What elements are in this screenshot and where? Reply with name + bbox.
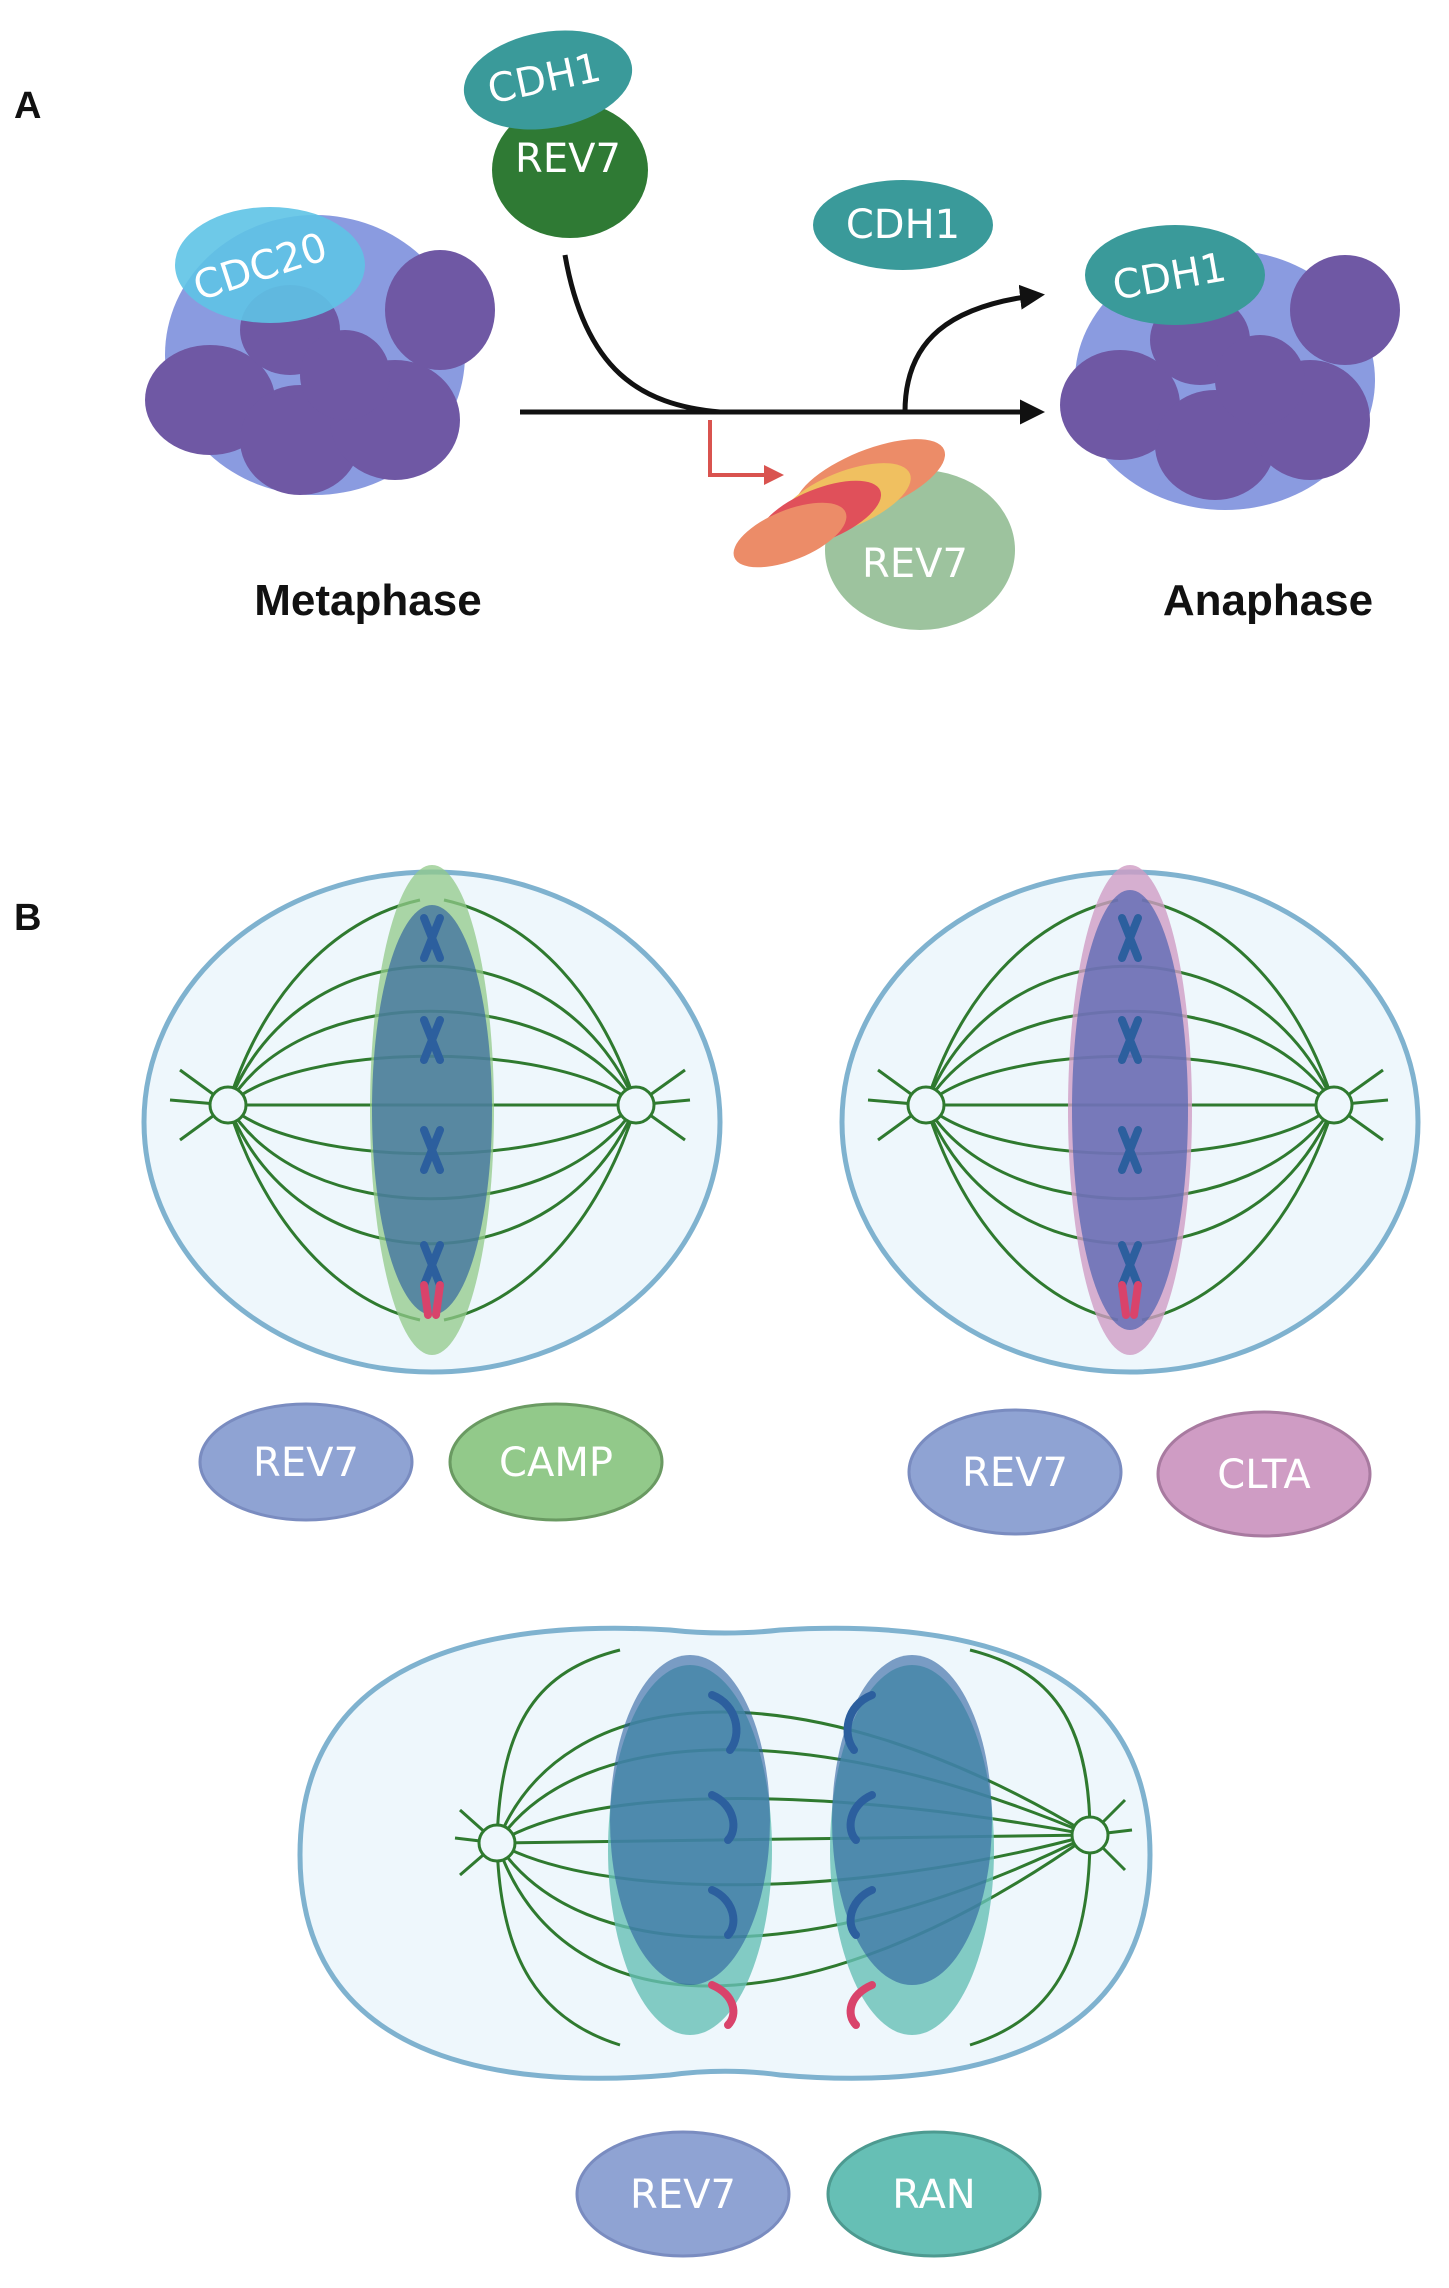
centrosome-anaphase-right: [1070, 1815, 1110, 1855]
rev7-region-anaphase-right: [832, 1655, 992, 1985]
centrosome-anaphase-left: [477, 1823, 517, 1863]
anaphase-kinetochore-tips: [708, 1981, 876, 2029]
legend-camp: [448, 1402, 664, 1522]
centrosome-right-r: [1314, 1085, 1354, 1125]
legend-rev7-bottom-label: REV7: [630, 2172, 736, 2218]
legend-camp-label: CAMP: [499, 1440, 613, 1486]
pathway-arrows: [520, 254, 1045, 425]
rev7-degraded-label: REV7: [862, 541, 968, 587]
legend-ran: [826, 2130, 1042, 2258]
cdh1-anaphase-protein: [1085, 225, 1265, 325]
apc-subunits-anaphase: [1060, 255, 1400, 500]
anaphase-label: Anaphase: [1163, 576, 1373, 625]
panel-b-letter: B: [14, 897, 41, 939]
apc-cdh1-complex: CDH1: [1060, 225, 1400, 510]
rev7-top-protein: [492, 102, 648, 238]
ubiquitinated-rev7: REV7: [733, 439, 1015, 630]
rev7-top-label: REV7: [515, 136, 621, 182]
centrosome-right: [616, 1085, 656, 1125]
legend-right: REV7 CLTA: [907, 1408, 1372, 1538]
cell-left: [141, 865, 723, 1375]
ubiquitin-chain: [733, 439, 946, 568]
kinetochore-tip: [420, 1281, 444, 1319]
legend-left: REV7 CAMP: [198, 1402, 664, 1522]
legend-clta-label: CLTA: [1217, 1452, 1311, 1498]
separated-chromatids: [708, 1691, 876, 1939]
cdc20-protein: [175, 207, 365, 323]
legend-ran-label: RAN: [892, 2172, 975, 2218]
cdh1-binding-arrow: [902, 284, 1045, 413]
cdh1-free: CDH1: [813, 180, 993, 270]
apc-subunits: [145, 250, 495, 495]
cell-right: [839, 865, 1421, 1375]
legend-rev7-right-label: REV7: [962, 1450, 1068, 1496]
legend-rev7-left-label: REV7: [253, 1440, 359, 1486]
centrosome-left: [208, 1085, 248, 1125]
legend-rev7-right: [907, 1408, 1123, 1536]
cdh1-free-label: CDH1: [846, 202, 960, 248]
cdh1-rev7-complex: CDH1 REV7: [463, 30, 648, 238]
rev7-region-anaphase-left: [610, 1655, 770, 1985]
panel-a-letter: A: [14, 85, 41, 127]
cell-anaphase: [297, 1625, 1153, 2081]
legend-bottom: REV7 RAN: [575, 2130, 1042, 2258]
chromosomes-right: [1118, 914, 1142, 1289]
kinetochore-tip-right: [1118, 1281, 1142, 1319]
chromosomes: [420, 914, 444, 1289]
cdh1-free-protein: [813, 180, 993, 270]
centrosome-left-r: [906, 1085, 946, 1125]
legend-clta: [1156, 1410, 1372, 1538]
degradation-arrow: [708, 420, 784, 485]
spindle-microtubules: [169, 898, 691, 1322]
legend-rev7-left: [198, 1402, 414, 1522]
cdh1-top-protein: [463, 30, 633, 130]
rev7-region: [372, 905, 492, 1315]
apc-cdc20-complex: CDC20: [145, 207, 495, 495]
rev7-release-arrow: [562, 254, 721, 415]
rev7-region-right: [1072, 890, 1188, 1330]
metaphase-label: Metaphase: [254, 576, 481, 625]
legend-rev7-bottom: [575, 2130, 791, 2258]
